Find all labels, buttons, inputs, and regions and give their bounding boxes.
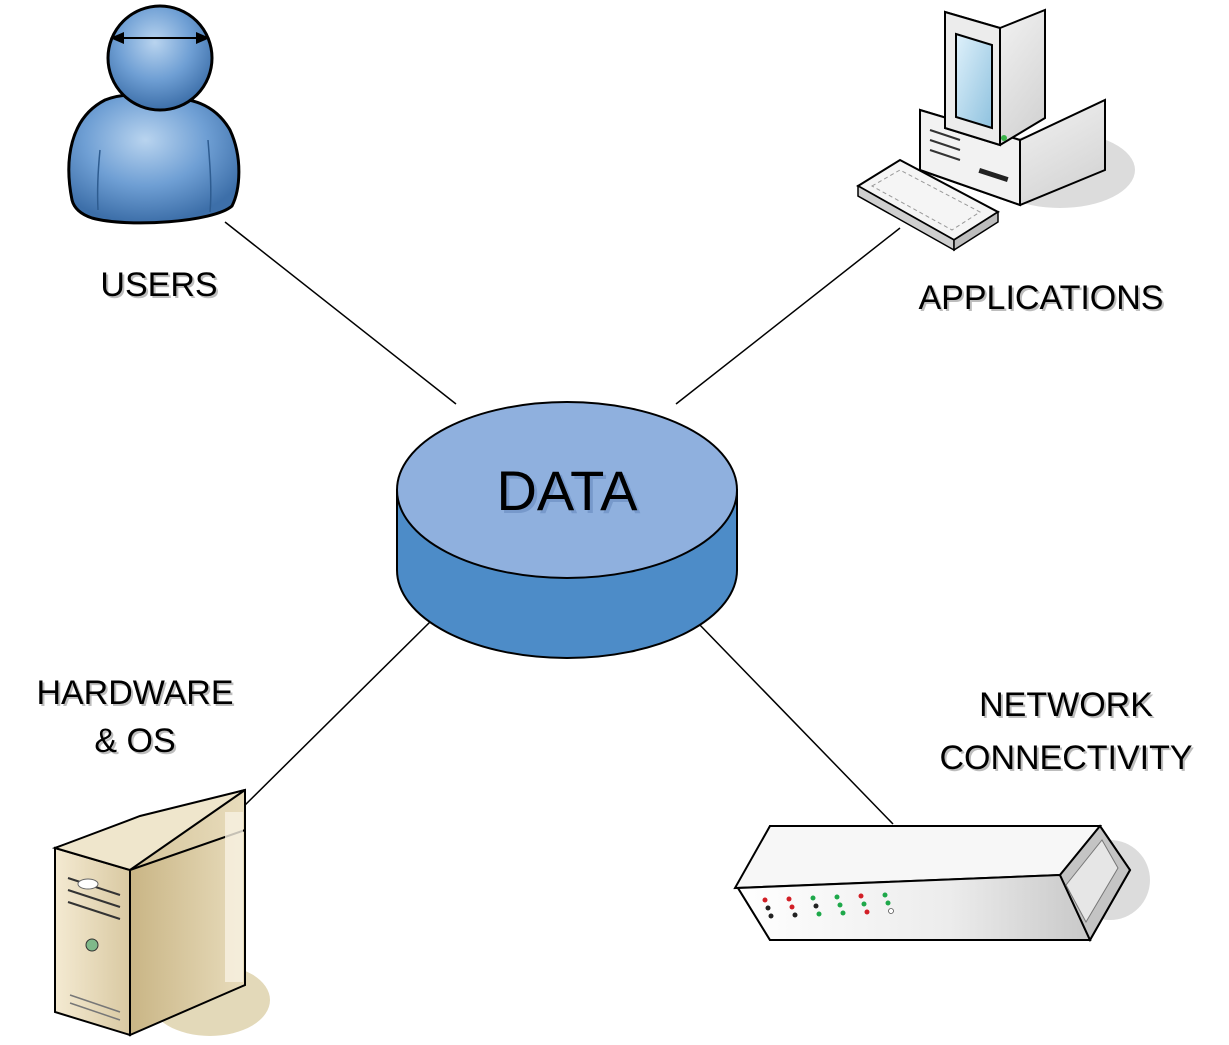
connector-hardware <box>239 619 433 811</box>
applications-label-shadow: APPLICATIONS <box>921 281 1166 319</box>
connector-network <box>696 621 894 825</box>
connector-users <box>224 221 457 405</box>
hardware-label-line2-shadow: & OS <box>96 724 177 762</box>
desktop-computer-icon <box>856 8 1135 252</box>
hardware-label-line2: & OS <box>94 722 175 760</box>
user-icon <box>67 4 241 225</box>
hardware-label-line1: HARDWARE <box>36 674 233 712</box>
users-label-shadow: USERS <box>102 268 219 306</box>
network-label-line1: NETWORK <box>979 686 1153 724</box>
network-switch-icon <box>733 824 1150 943</box>
connector-applications <box>675 227 901 405</box>
users-label: USERS <box>100 266 217 304</box>
server-tower-icon <box>51 788 270 1037</box>
network-label-line1-shadow: NETWORK <box>981 688 1155 726</box>
data-label-shadow: DATA <box>499 462 641 525</box>
network-label-line2: CONNECTIVITY <box>939 739 1192 777</box>
data-store-cylinder: DATA DATA <box>396 401 738 659</box>
applications-label: APPLICATIONS <box>919 279 1164 317</box>
data-label: DATA <box>496 459 638 522</box>
hardware-label-line1-shadow: HARDWARE <box>38 676 235 714</box>
network-label-line2-shadow: CONNECTIVITY <box>941 741 1194 779</box>
